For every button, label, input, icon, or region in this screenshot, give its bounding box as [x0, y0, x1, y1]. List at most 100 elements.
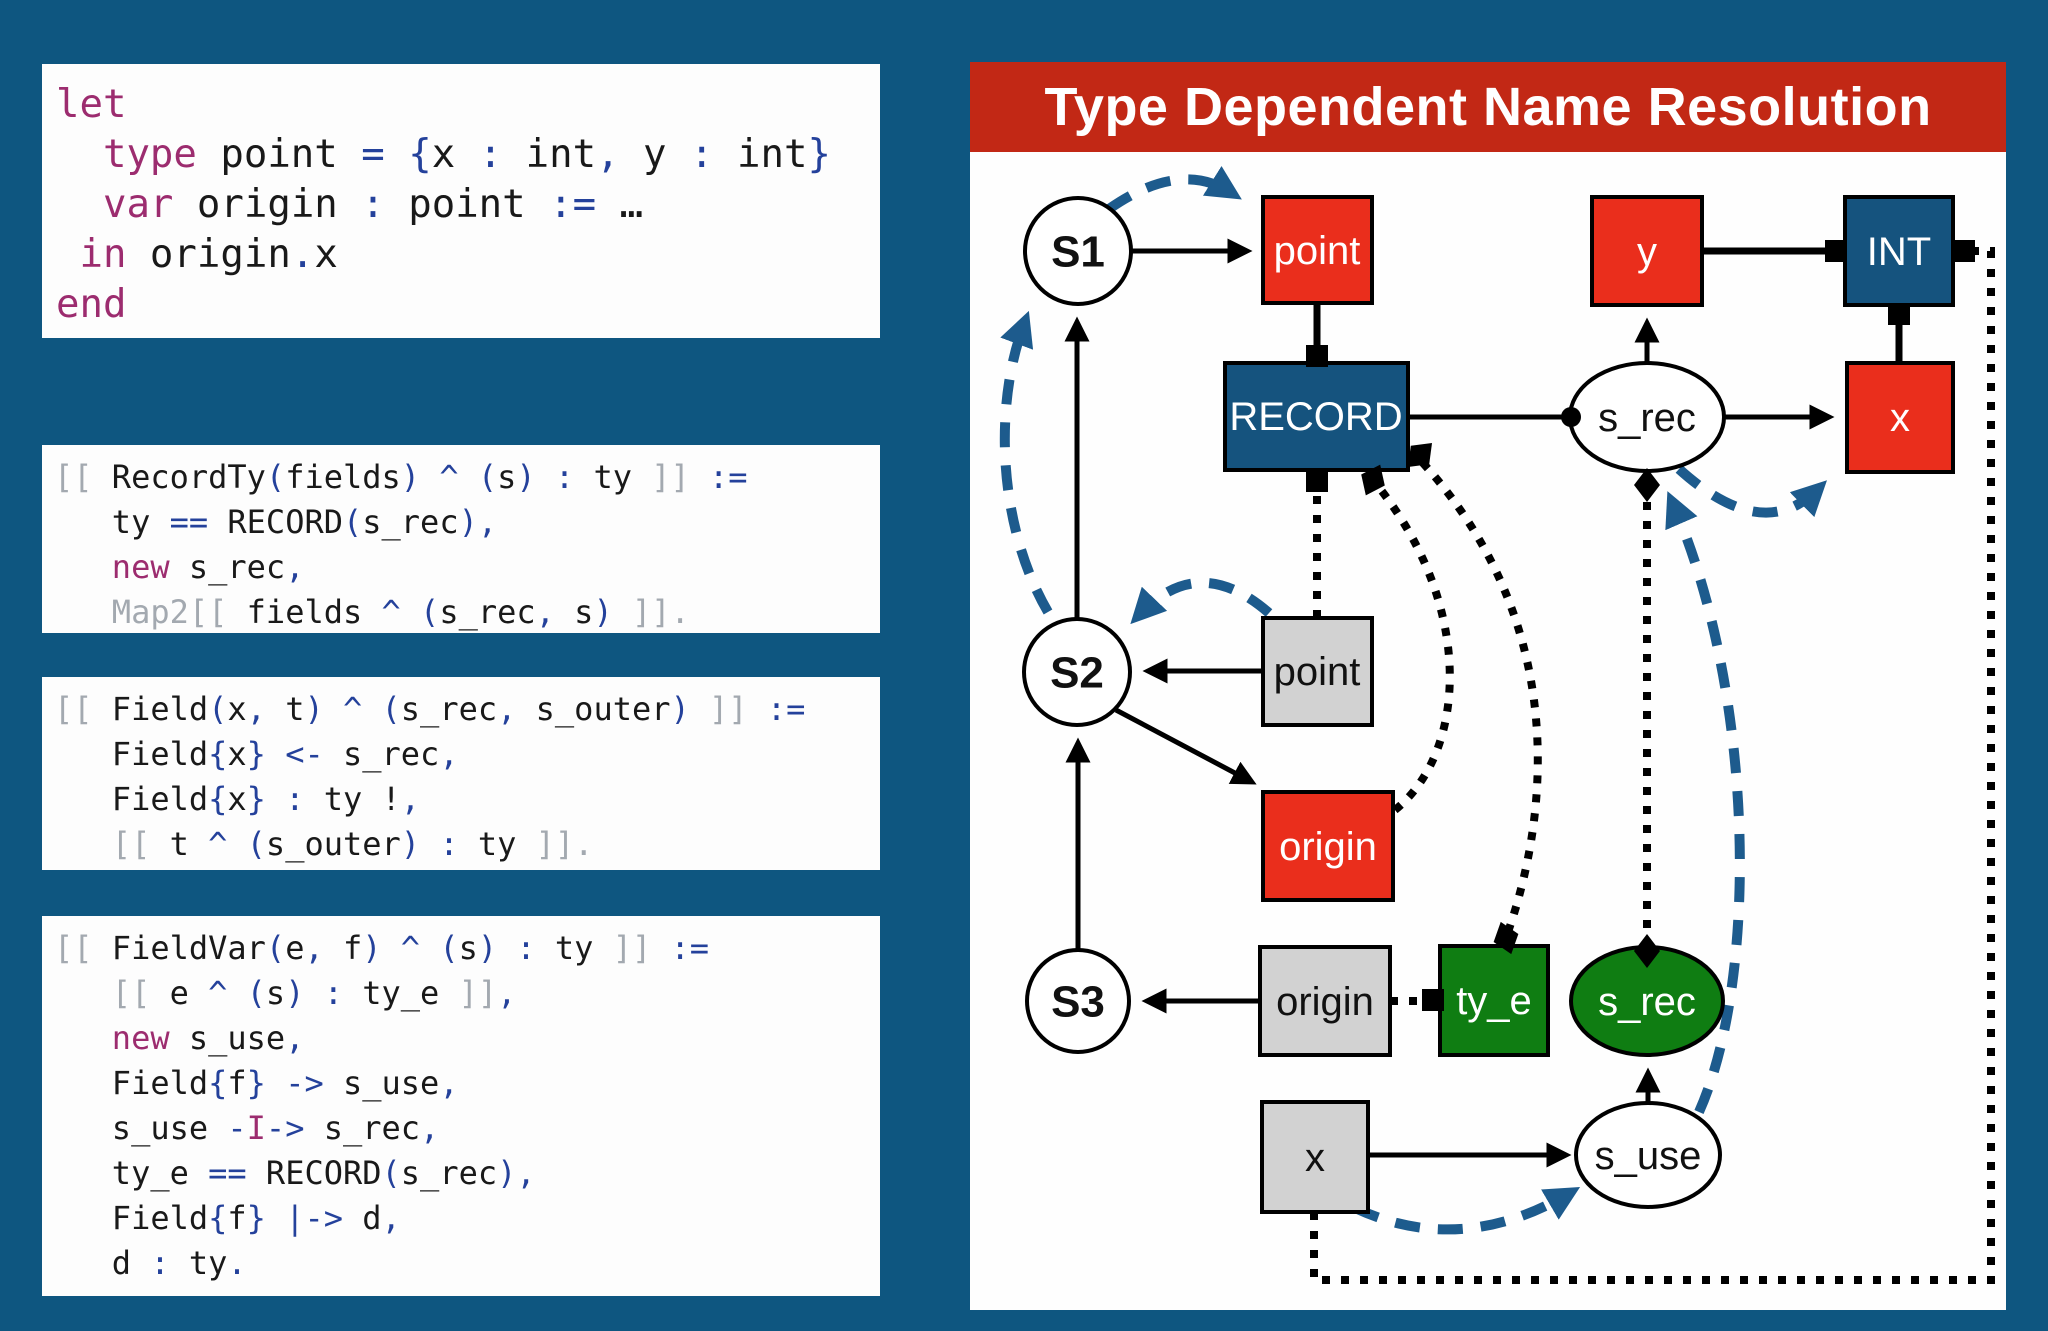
code-token: I — [246, 1109, 266, 1147]
code-token: ( — [342, 503, 363, 541]
edges — [999, 166, 1995, 1284]
code-line: [[ t ^ (s_outer) : ty ]]. — [54, 822, 868, 867]
code-token: : — [554, 458, 575, 496]
code-token — [54, 1019, 112, 1057]
code-token: ty — [458, 825, 536, 863]
code-line: [[ Field(x, t) ^ (s_rec, s_outer) ]] := — [54, 687, 868, 732]
code-token: Map2[[ — [111, 593, 228, 631]
code-token: end — [56, 282, 127, 327]
code-token: [[ — [111, 974, 151, 1012]
node-s-rec-sym-label: s_rec — [1598, 980, 1696, 1024]
edge-xuse-int-type — [1310, 247, 1995, 1284]
code-token: , — [535, 593, 555, 631]
code-line: new s_use, — [54, 1016, 868, 1061]
arrow-s1-to-pointdecl — [1106, 166, 1242, 214]
node-point-use-label: point — [1274, 650, 1361, 694]
code-line: end — [56, 280, 866, 330]
diamond-record-tye — [1407, 442, 1433, 468]
dot-srec-left — [1561, 407, 1581, 427]
square-int-left — [1825, 240, 1847, 262]
code-token: ^ — [208, 974, 228, 1012]
node-x-decl-shape — [1845, 361, 1955, 474]
node-record-type-shape — [1223, 361, 1410, 472]
edge-tye-record-equality — [1419, 459, 1542, 934]
code-line: [[ FieldVar(e, f) ^ (s) : ty ]] := — [54, 926, 868, 971]
arrow-xuse-to-suse — [1352, 1186, 1581, 1235]
code-token: type — [102, 132, 197, 177]
code-token: } — [246, 735, 266, 773]
code-token: } — [246, 780, 266, 818]
code-token: var — [102, 182, 174, 227]
code-line: ty_e == RECORD(s_rec), — [54, 1151, 868, 1196]
node-origin-decl-shape — [1261, 790, 1395, 902]
code-line: new s_rec, — [54, 545, 868, 590]
edge-origindecl-record-type — [1373, 482, 1454, 814]
code-token: s_rec — [439, 593, 536, 631]
code-token: ) — [516, 458, 536, 496]
node-y-decl-label: y — [1637, 230, 1657, 274]
code-block-rule-recordty: [[ RecordTy(fields) ^ (s) : ty ]] := ty … — [42, 445, 880, 645]
code-token: ]] — [709, 690, 748, 728]
code-token: ty_e — [342, 974, 459, 1012]
code-token: ty — [169, 1244, 228, 1282]
code-token: f — [323, 929, 363, 967]
node-s2-label: S2 — [1050, 648, 1104, 697]
code-token: point — [384, 182, 550, 227]
code-token: s_rec — [304, 1109, 421, 1147]
code-token — [266, 1199, 285, 1237]
code-token: [[ — [54, 929, 93, 967]
code-token: ^ — [381, 593, 401, 631]
node-int-type-label: INT — [1867, 230, 1931, 274]
code-token: t — [265, 690, 305, 728]
code-token: -> — [285, 1064, 324, 1102]
code-block-rule-fieldvar: [[ FieldVar(e, f) ^ (s) : ty ]] := [[ e … — [42, 916, 880, 1296]
code-line: in origin.x — [56, 230, 866, 280]
node-point-decl-label: point — [1274, 229, 1361, 273]
code-token — [748, 690, 767, 728]
code-token: , — [285, 548, 305, 586]
code-token: ), — [458, 503, 498, 541]
code-token: RECORD — [246, 1154, 382, 1192]
code-token: y — [619, 132, 691, 177]
code-token: ty ! — [304, 780, 401, 818]
code-token: d — [342, 1199, 382, 1237]
diamond-srecsym-top — [1634, 934, 1660, 968]
panel-title-banner: Type Dependent Name Resolution — [970, 62, 2006, 152]
code-token: ^ — [342, 690, 363, 728]
node-s1-label: S1 — [1051, 227, 1105, 276]
code-token: ( — [208, 690, 228, 728]
code-token: ( — [246, 974, 266, 1012]
arrow-s2-to-s1 — [999, 310, 1053, 615]
node-s-use-var: s_use — [1574, 1101, 1722, 1209]
code-token: Field — [92, 690, 209, 728]
node-origin-decl: origin — [1261, 790, 1395, 902]
node-y-decl-shape — [1590, 195, 1704, 307]
code-token: ) — [362, 929, 382, 967]
square-tye-left — [1422, 989, 1444, 1011]
code-token: s_outer — [516, 690, 671, 728]
code-token: = { — [361, 132, 432, 177]
code-card-example: let type point = {x : int, y : int} var … — [42, 64, 880, 338]
code-token: [[ — [54, 690, 93, 728]
code-token: s_rec — [400, 1154, 498, 1192]
code-token — [304, 974, 323, 1012]
code-token: in — [79, 232, 127, 277]
code-token: , — [439, 1064, 459, 1102]
node-x-use-label: x — [1305, 1136, 1325, 1180]
code-token: Field — [54, 780, 209, 818]
code-token: ]]. — [535, 825, 594, 863]
code-token: x — [314, 232, 338, 277]
code-token — [56, 232, 79, 277]
code-token — [54, 974, 112, 1012]
code-token — [54, 593, 112, 631]
code-token: { — [208, 1199, 228, 1237]
code-token: ) — [477, 929, 498, 967]
code-token: ) — [400, 458, 421, 496]
code-token: f — [227, 1199, 247, 1237]
code-token: := — [766, 690, 806, 728]
code-token: ( — [265, 458, 286, 496]
code-token: : — [439, 825, 459, 863]
nodes: S1 S2 S3 point y — [1022, 195, 1955, 1214]
code-token: x — [227, 780, 247, 818]
code-token — [420, 458, 439, 496]
